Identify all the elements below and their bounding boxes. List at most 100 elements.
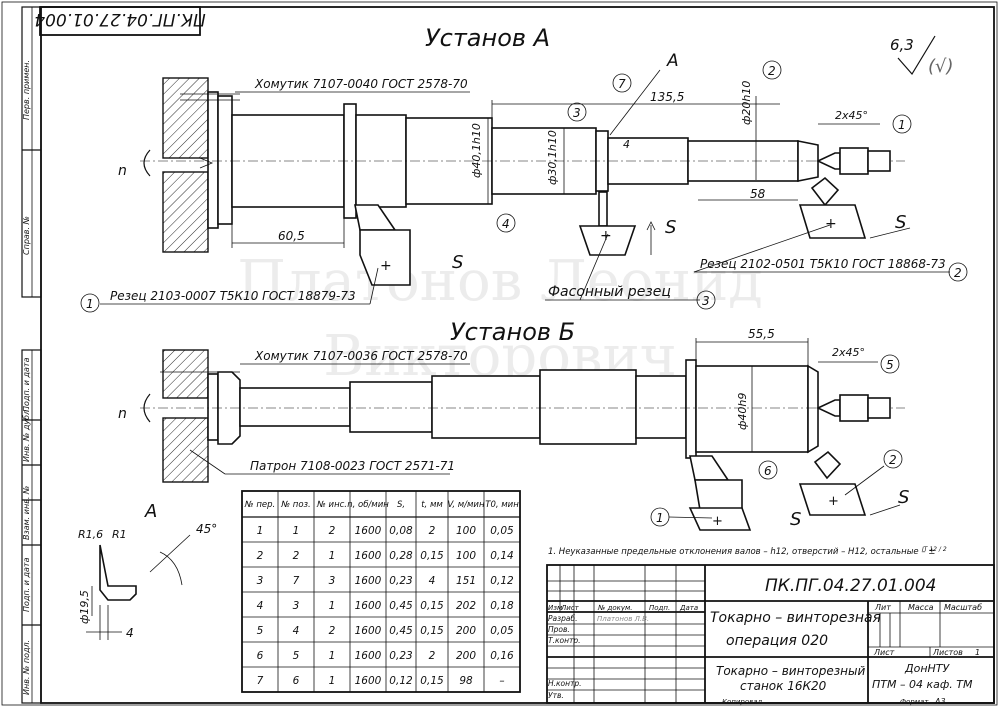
format-label: Формат — [900, 698, 929, 706]
dim-chamfer: 2x45° — [835, 109, 868, 122]
callout: 1 — [656, 511, 664, 525]
title-block: ПК.ПГ.04.27.01.004 Токарно – винторезная… — [546, 564, 995, 706]
stamp-label: Подп. и дата — [22, 557, 31, 612]
row-label: Пров. — [548, 625, 570, 634]
setup-b-cutter-right: + — [798, 450, 867, 516]
feed-s: S — [895, 212, 906, 233]
table-cell: 151 — [456, 575, 476, 587]
dia-20: ф20h10 — [740, 81, 753, 125]
stamp-label: Взам. инв. № — [22, 486, 31, 540]
col-lit: Лит — [874, 603, 891, 612]
table-cell: 0,18 — [490, 600, 514, 612]
table-cell: 0,23 — [389, 575, 412, 587]
table-header: V, м/мин — [447, 500, 484, 510]
table-cell: 3 — [293, 600, 300, 612]
row-label: Утв. — [548, 691, 564, 700]
table-cell: 1600 — [355, 525, 382, 537]
tailstock-center-a — [816, 147, 891, 175]
view-a-label: A — [666, 51, 679, 71]
org-1: ДонНТУ — [904, 662, 951, 675]
table-cell: 1 — [329, 600, 336, 612]
table-cell: 100 — [456, 525, 476, 537]
table-cell: 0,12 — [490, 575, 514, 587]
callout: 5 — [886, 358, 894, 372]
callout: 2 — [889, 453, 897, 467]
side-stamp: Перв. примен. Справ. № Подп. и дата Инв.… — [21, 6, 42, 704]
op-name-1: Токарно – винторезная — [710, 610, 881, 626]
stamp-label: Справ. № — [22, 216, 31, 255]
table-header: T0, мин — [485, 500, 519, 510]
machine-1: Токарно – винторезный — [716, 664, 865, 678]
feed-s-b: S — [790, 509, 801, 530]
row-label: Подп. — [649, 604, 670, 612]
table-header: № инс. — [316, 500, 347, 510]
table-cell: 0,28 — [389, 550, 413, 562]
table-cell: 1 — [257, 525, 264, 537]
org-2: ПТМ – 04 каф. ТМ — [872, 678, 973, 691]
stamp-label: Подп. и дата — [22, 357, 31, 412]
table-cell: 0,16 — [490, 650, 514, 662]
dim-55-5: 55,5 — [748, 327, 775, 341]
table-header: № поз. — [280, 500, 311, 510]
callouts-b: 5 6 2 1 — [650, 354, 903, 527]
dia-30: ф30,1h10 — [546, 130, 559, 185]
roughness-value: 6,3 — [890, 36, 914, 54]
feed-s-b: S — [898, 487, 909, 508]
general-note: 1. Неуказанные предельные отклонения вал… — [548, 547, 935, 557]
table-header: t, мм — [421, 500, 443, 510]
table-cell: 6 — [293, 675, 300, 687]
col-scale: Масштаб — [944, 603, 982, 612]
cutter-right-label: Резец 2102-0501 Т5К10 ГОСТ 18868-73 — [700, 257, 946, 271]
setup-a-chuck — [162, 77, 240, 253]
table-cell: – — [499, 675, 504, 687]
table-cell: 0,14 — [490, 550, 513, 562]
feed-s: S — [665, 217, 676, 238]
detail-a: A R1,6 R1 45° 4 ф19,5 — [78, 501, 217, 640]
callouts-a: 1 2 3 4 7 1 2 3 — [80, 60, 968, 313]
table-cell: 202 — [456, 600, 476, 612]
row-label: Лист — [560, 604, 580, 612]
dim-chamfer-b: 2x45° — [832, 346, 865, 359]
chuck-label: Патрон 7108-0023 ГОСТ 2571-71 — [250, 459, 455, 473]
table-cell: 1600 — [355, 550, 382, 562]
table-cell: 0,15 — [420, 625, 444, 637]
detail-dia: ф19,5 — [78, 590, 91, 624]
setup-a-workpiece — [140, 103, 905, 219]
table-cell: 0,05 — [490, 625, 514, 637]
setup-a-leaders: Хомутик 7107-0040 ГОСТ 2578-70 Резец 210… — [100, 77, 950, 305]
table-cell: 0,12 — [389, 675, 413, 687]
table-cell: 98 — [459, 675, 473, 687]
dia-40: ф40,1h10 — [470, 123, 483, 178]
setup-a-dimensions: 60,5 135,5 58 4 2x45° ф40,1h10 ф30,1h10 … — [231, 81, 880, 248]
form-cutter-label: Фасонный резец — [548, 284, 671, 300]
svg-text:+: + — [825, 216, 837, 232]
machine-2: станок 16К20 — [740, 679, 827, 693]
sheet-label: Лист — [873, 648, 895, 657]
general-note-fraction: IT 12 / 2 — [922, 546, 947, 553]
table-cell: 7 — [293, 575, 300, 587]
col-mass: Масса — [908, 603, 934, 612]
stamp-label: Перв. примен. — [22, 60, 31, 120]
table-cell: 0,05 — [490, 525, 514, 537]
table-cell: 1 — [329, 550, 336, 562]
table-cell: 2 — [257, 550, 264, 562]
drawing-code-rotated: ПК.ПГ.04.27.01.004 — [34, 9, 205, 29]
table-cell: 7 — [257, 675, 264, 687]
table-cell: 0,15 — [420, 675, 444, 687]
clamp-a-label: Хомутик 7107-0040 ГОСТ 2578-70 — [254, 77, 468, 91]
table-cell: 100 — [456, 550, 476, 562]
callout: 2 — [954, 266, 962, 280]
table-cell: 1600 — [355, 575, 382, 587]
row-label: № докум. — [597, 604, 633, 612]
svg-text:+: + — [600, 228, 612, 244]
setup-b-chuck — [160, 349, 241, 483]
setup-b-cutter-left: + — [688, 455, 752, 531]
detail-angle: 45° — [196, 522, 217, 536]
op-name-2: операция 020 — [726, 633, 828, 649]
table-cell: 3 — [329, 575, 336, 587]
callout: 1 — [898, 118, 906, 132]
setup-b-dimensions: 55,5 2x45° ф40h9 — [695, 327, 878, 452]
table-cell: 1 — [329, 650, 336, 662]
format-value: А3 — [934, 697, 946, 706]
